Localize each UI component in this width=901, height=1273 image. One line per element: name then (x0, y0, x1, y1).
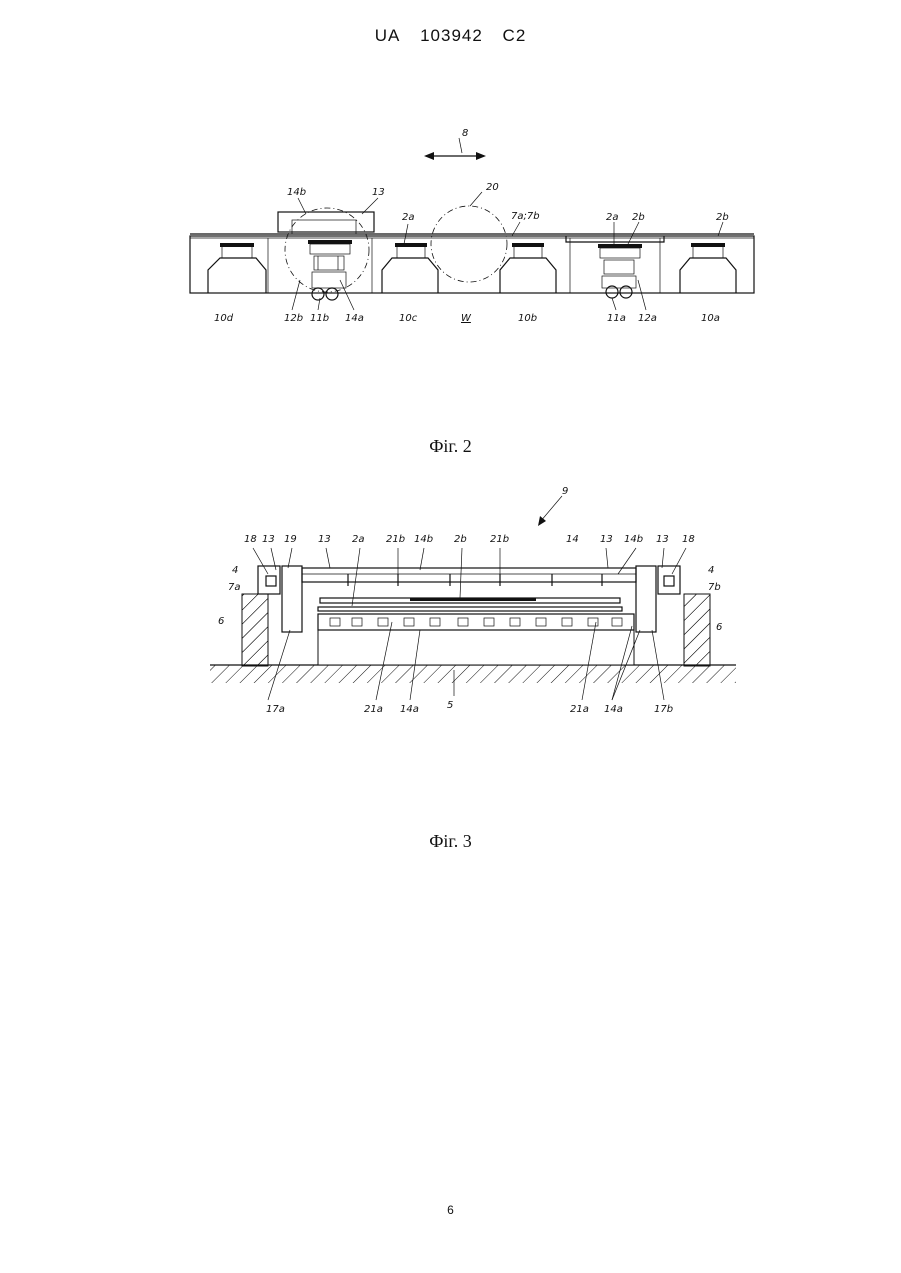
workpiece-circle (431, 206, 507, 282)
figure-2-caption: Фіг. 2 (0, 436, 901, 457)
fig3-label-21b-a: 21b (386, 534, 405, 545)
roller-18-right (664, 576, 674, 586)
fig3-label-14b-a: 14b (414, 534, 433, 545)
fig3-label-6-left: 6 (218, 616, 224, 627)
fig3-label-7a: 7a (228, 582, 241, 593)
fig2-label-14a: 14a (345, 313, 364, 324)
fig3-label-18-left: 18 (244, 534, 257, 545)
fig2-label-2a-right: 2a (606, 212, 619, 223)
plate-2a (318, 607, 622, 611)
fig3-label-14: 14 (566, 534, 579, 545)
fig3-label-18-right: 18 (682, 534, 695, 545)
fig2-label-10c: 10c (399, 313, 418, 324)
lower-beam-14a (318, 614, 634, 630)
fig2-label-11b: 11b (310, 313, 329, 324)
direction-arrow (424, 138, 486, 160)
upper-beam-14b (302, 568, 636, 582)
figure-3-caption: Фіг. 3 (0, 831, 901, 852)
page-number: 6 (0, 1203, 901, 1217)
column-17b (636, 566, 656, 632)
fig3-label-4-left: 4 (232, 565, 238, 576)
station-10c (382, 243, 438, 293)
fig2-label-8: 8 (462, 128, 468, 139)
station-10a (680, 243, 736, 293)
fig3-label-13-d: 13 (656, 534, 669, 545)
fig2-label-7a7b: 7a;7b (511, 211, 540, 222)
fig2-label-2b-right: 2b (716, 212, 729, 223)
fig2-label-12a: 12a (638, 313, 657, 324)
fig2-label-14b: 14b (287, 187, 306, 198)
station-10b (500, 243, 556, 293)
fig2-label-10a: 10a (701, 313, 720, 324)
fig3-label-21a-a: 21a (364, 704, 383, 715)
fig2-label-10d: 10d (214, 313, 234, 324)
fig3-label-14b-b: 14b (624, 534, 643, 545)
fig2-label-11a: 11a (607, 313, 626, 324)
fig3-label-13-a: 13 (262, 534, 275, 545)
fig3-label-5: 5 (447, 700, 453, 711)
fig3-label-13-c: 13 (600, 534, 613, 545)
fig3-label-9: 9 (562, 486, 568, 497)
fig2-label-13: 13 (372, 187, 385, 198)
fig2-label-2a-left: 2a (402, 212, 415, 223)
left-carriage (278, 208, 374, 300)
figure-3-drawing: 9 (0, 470, 901, 730)
machine-frame (190, 236, 754, 293)
figure-2-drawing: 8 (0, 0, 901, 460)
fig3-label-14a-a: 14a (400, 704, 419, 715)
fig3-label-2b: 2b (454, 534, 467, 545)
fig3-label-17a: 17a (266, 704, 285, 715)
fig3-label-2a: 2a (352, 534, 365, 545)
tools-21b (348, 574, 602, 586)
fig3-label-14a-b: 14a (604, 704, 623, 715)
fig3-label-7b: 7b (708, 582, 721, 593)
station-10d (208, 243, 266, 293)
reference-arrow-9 (540, 496, 562, 522)
fig3-label-4-right: 4 (708, 565, 714, 576)
right-carriage (566, 236, 664, 298)
fig3-label-19: 19 (284, 534, 297, 545)
fig2-label-20: 20 (486, 182, 499, 193)
fig2-label-10b: 10b (518, 313, 537, 324)
fig3-label-13-b: 13 (318, 534, 331, 545)
fig3-label-6-right: 6 (716, 622, 722, 633)
fig3-label-21b-b: 21b (490, 534, 509, 545)
column-17a (282, 566, 302, 632)
roller-18-left (266, 576, 276, 586)
fig2-label-W: W (461, 313, 472, 324)
fig3-label-21a-b: 21a (570, 704, 589, 715)
fig3-label-17b: 17b (654, 704, 673, 715)
fig2-label-2b-mid: 2b (632, 212, 645, 223)
tools-21a (330, 618, 622, 626)
fig2-label-12b: 12b (284, 313, 303, 324)
